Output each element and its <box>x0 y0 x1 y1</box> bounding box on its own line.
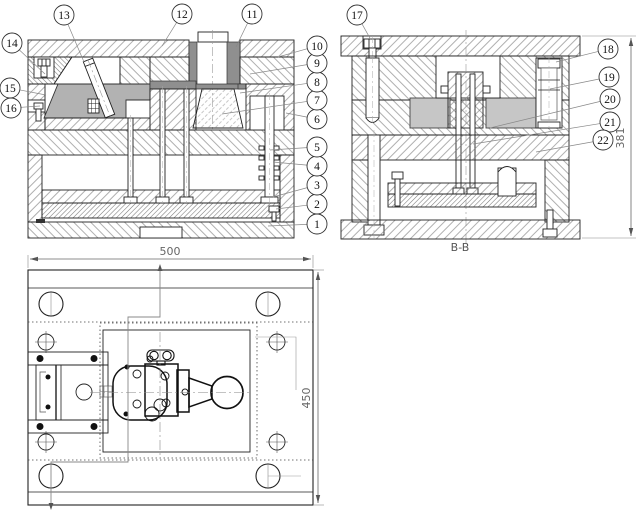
bb-cavity-gray-right <box>485 97 537 129</box>
ejector-pins <box>123 86 194 204</box>
balloon-20: 20 <box>489 88 621 129</box>
svg-text:12: 12 <box>176 9 188 21</box>
ko-hole <box>139 226 183 239</box>
guide-pin-holes <box>38 291 301 489</box>
slide-mechanism-plan <box>27 351 113 434</box>
guide-bushing <box>535 56 563 132</box>
return-pin-spring <box>249 93 285 205</box>
balloon-19: 19 <box>549 66 620 90</box>
svg-text:17: 17 <box>351 10 363 22</box>
svg-text:5: 5 <box>314 142 320 154</box>
ejector-base-plate <box>41 202 281 219</box>
svg-text:4: 4 <box>314 161 320 173</box>
svg-text:21: 21 <box>604 117 616 129</box>
balloon-17: 17 <box>346 4 372 41</box>
balloon-13: 13 <box>53 4 85 63</box>
plan-outline <box>27 269 314 506</box>
a-plate <box>27 56 295 85</box>
balloon-9: 9 <box>249 52 328 75</box>
balloon-22: 22 <box>535 129 614 153</box>
section-cutting-line <box>48 264 163 510</box>
section-view-bb <box>340 30 581 244</box>
molded-product-plan <box>112 349 244 422</box>
ejector-plate-screw <box>268 205 280 222</box>
upper-guide-pin <box>365 56 380 126</box>
plan-view <box>27 264 314 510</box>
svg-text:18: 18 <box>602 44 614 56</box>
core-insert <box>192 88 244 129</box>
spacer-left <box>27 154 43 223</box>
balloon-5: 5 <box>269 136 328 158</box>
svg-text:20: 20 <box>604 94 616 106</box>
svg-text:8: 8 <box>314 77 320 89</box>
bb-ejector-base <box>387 193 537 208</box>
svg-text:10: 10 <box>311 41 323 53</box>
bb-ejector-screw <box>391 171 404 207</box>
balloon-18: 18 <box>555 38 619 63</box>
dim-stack-height: 381 <box>614 128 627 149</box>
spacer-right <box>279 154 295 223</box>
dim-plan-width: 500 <box>160 245 181 258</box>
balloon-11: 11 <box>235 3 263 48</box>
balloon-21: 21 <box>472 111 621 145</box>
section-view-main <box>27 30 295 239</box>
svg-text:7: 7 <box>314 95 320 107</box>
b-plate-under-slide <box>44 117 151 131</box>
svg-text:3: 3 <box>314 180 320 192</box>
dimensions: 500 450 381 B-B <box>27 35 636 506</box>
wear-plate <box>87 98 100 114</box>
svg-text:11: 11 <box>246 9 257 21</box>
bb-support-plate <box>351 134 570 161</box>
bb-core-boss <box>440 71 491 129</box>
balloon-6: 6 <box>285 108 328 130</box>
balloon-16: 16 <box>0 97 41 119</box>
bb-view-label: B-B <box>451 241 470 254</box>
balloon-12: 12 <box>161 3 193 47</box>
bb-bottom-screw <box>542 209 558 238</box>
balloon-4: 4 <box>272 155 328 177</box>
svg-text:2: 2 <box>314 199 320 211</box>
svg-text:16: 16 <box>5 103 17 115</box>
svg-text:6: 6 <box>314 114 320 126</box>
cavity-insert-outline <box>102 329 251 453</box>
svg-text:1: 1 <box>314 219 320 231</box>
svg-text:15: 15 <box>4 83 16 95</box>
svg-text:14: 14 <box>6 38 18 50</box>
svg-text:19: 19 <box>603 72 615 84</box>
bb-cavity-gray-left <box>409 97 451 129</box>
svg-text:9: 9 <box>314 58 320 70</box>
balloon-10: 10 <box>277 35 328 58</box>
svg-text:13: 13 <box>58 10 70 22</box>
svg-text:22: 22 <box>597 135 609 147</box>
balloon-3: 3 <box>272 174 328 198</box>
dim-plan-height: 450 <box>300 388 313 409</box>
bb-bottom-clamp-plate <box>340 219 581 240</box>
top-clamp-plate <box>27 31 295 84</box>
return-pin-holes <box>35 331 297 453</box>
stop-pin <box>36 219 45 223</box>
balloon-14: 14 <box>1 32 46 75</box>
balloon-8: 8 <box>239 71 328 94</box>
balloon-7: 7 <box>221 89 328 115</box>
slide-retainer-screw <box>33 56 55 79</box>
support-pillar <box>497 166 517 197</box>
